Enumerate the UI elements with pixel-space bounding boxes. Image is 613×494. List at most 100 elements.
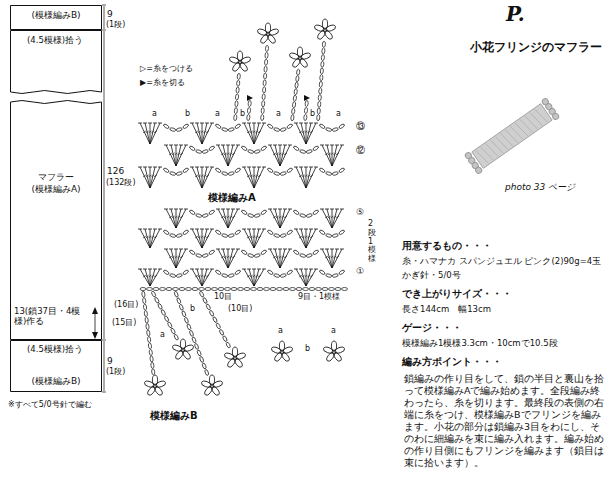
stitch-cap <box>179 145 183 146</box>
chain-stitch <box>305 100 309 106</box>
stitch-line <box>171 249 176 268</box>
stitch-cap <box>247 269 251 270</box>
stitch-tick <box>221 153 224 155</box>
chain-stitch <box>292 102 296 108</box>
stitch-line <box>296 229 306 248</box>
chain-stitch <box>247 253 254 257</box>
stitch-tick <box>247 236 250 238</box>
stitch-cap <box>304 229 308 230</box>
chain-stitch <box>197 350 202 357</box>
stitch-cap <box>278 209 282 210</box>
stitch-line <box>166 209 176 228</box>
stitch-tick <box>206 275 209 277</box>
chain-stitch <box>234 108 237 114</box>
chain-stitch <box>173 288 179 291</box>
stitch-line <box>176 249 181 268</box>
stitch-cap <box>148 167 152 168</box>
chain-stitch <box>235 101 238 107</box>
stitch-line <box>254 123 259 144</box>
stitch-tick <box>273 256 276 258</box>
dimension-line <box>104 341 105 391</box>
stitch-line <box>322 145 332 166</box>
stitch-line <box>218 209 228 228</box>
chain-stitch <box>325 171 332 175</box>
stitch-line <box>254 269 264 286</box>
chain-stitch <box>179 304 184 311</box>
chain-stitch <box>161 309 166 316</box>
stitch-line <box>280 209 290 228</box>
stitch-tick <box>258 236 261 238</box>
stitch-cap <box>210 167 214 168</box>
stitch-tick <box>195 131 198 133</box>
chain-stitch <box>234 167 241 173</box>
stitch-tick <box>299 175 302 177</box>
chain-stitch <box>174 291 179 298</box>
stitch-line <box>150 269 160 286</box>
stitch-tick <box>177 153 180 155</box>
stitch-line <box>332 145 342 166</box>
stitch-cap <box>200 269 204 270</box>
chain-stitch <box>319 167 326 173</box>
stitch-line <box>202 123 212 144</box>
cut-mark <box>247 95 253 101</box>
pattern-label: ▶=糸を切る <box>140 78 185 88</box>
chain-stitch <box>221 171 228 175</box>
stitch-cap <box>294 269 298 270</box>
chain-stitch <box>322 48 325 54</box>
stitch-cap <box>148 229 152 230</box>
stitch-tick <box>203 131 206 133</box>
chain-stitch <box>149 349 153 355</box>
heading: 編み方ポイント・・・ <box>402 356 502 367</box>
stitch-cap <box>210 123 214 124</box>
stitch-tick <box>253 236 256 238</box>
pattern-label: b <box>240 109 245 119</box>
stitch-cap <box>257 269 261 270</box>
stitch-cap <box>231 145 235 146</box>
stitch-cap <box>314 229 318 230</box>
stitch-cap <box>221 145 225 146</box>
chain-stitch <box>286 229 293 235</box>
chain-stitch <box>228 171 235 175</box>
stitch-cap <box>195 269 199 270</box>
stitch-tick <box>281 256 284 258</box>
stitch-tick <box>336 153 339 155</box>
chain-stitch <box>309 288 315 291</box>
fringe-flower <box>551 112 559 120</box>
chain-stitch <box>182 167 189 173</box>
stitch-line <box>280 145 290 166</box>
pattern-label: ⑬ <box>356 121 365 132</box>
stitch-tick <box>143 236 146 238</box>
stitch-tick <box>232 256 235 258</box>
stitch-cap <box>205 269 209 270</box>
chain-stitch <box>273 127 280 131</box>
stitch-cap <box>153 229 157 230</box>
stitch-tick <box>247 175 250 177</box>
chain-stitch <box>189 145 196 151</box>
stitch-cap <box>288 249 292 250</box>
stitch-cap <box>231 209 235 210</box>
stitch-tick <box>325 216 328 218</box>
stitch-line <box>301 123 306 144</box>
stitch-cap <box>257 123 261 124</box>
stitch-tick <box>331 256 334 258</box>
stitch-cap <box>242 123 246 124</box>
stitch-line <box>202 229 207 248</box>
chain-stitch <box>212 288 218 291</box>
stitch-tick <box>149 131 152 133</box>
stitch-tick <box>172 153 175 155</box>
chain-stitch <box>151 369 155 375</box>
stitch-line <box>332 145 337 166</box>
chain-stitch <box>293 145 300 151</box>
flower-center <box>238 60 242 64</box>
chain-stitch <box>265 52 268 58</box>
stitch-tick <box>149 275 152 277</box>
chain-stitch <box>338 167 345 173</box>
chain-stitch <box>286 167 293 173</box>
stitch-cap <box>247 229 251 230</box>
page-mark: P. <box>506 2 525 26</box>
stitch-tick <box>146 236 149 238</box>
stitch-cap <box>226 249 230 250</box>
stitch-line <box>202 167 207 188</box>
chain-stitch <box>338 269 345 275</box>
scarf-photo <box>464 97 560 174</box>
